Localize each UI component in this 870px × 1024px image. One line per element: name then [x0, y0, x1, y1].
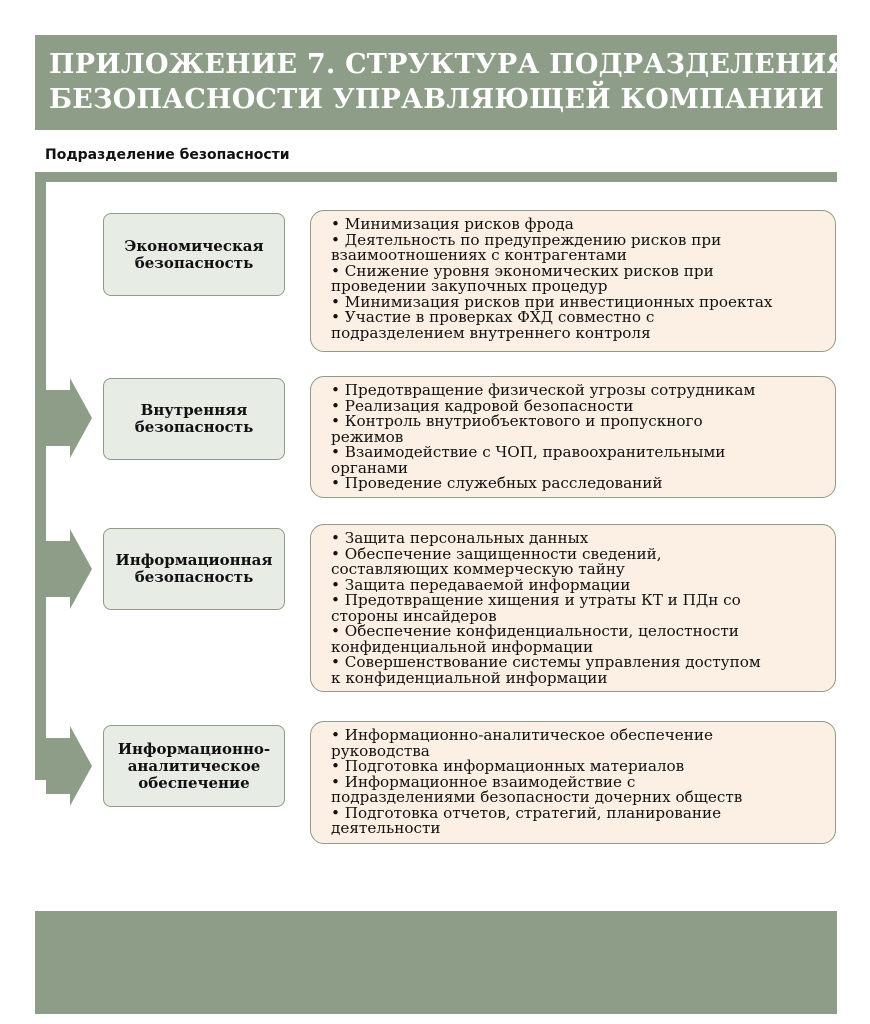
detail-line: • Предотвращение хищения и утраты КТ и П…: [331, 591, 741, 609]
detail-line: • Защита передаваемой информации: [331, 575, 631, 594]
category-label: безопасность: [134, 568, 254, 586]
category-label: Информационная: [115, 551, 273, 569]
category-label: обеспечение: [138, 773, 250, 792]
division-title: Подразделение безопасности: [45, 147, 290, 163]
detail-line: • Информационно-аналитическое обеспечени…: [331, 726, 713, 744]
arrow-right-icon: [46, 378, 92, 458]
detail-line: проведении закупочных процедур: [331, 277, 608, 295]
detail-line: • Проведение служебных расследований: [331, 474, 663, 492]
page-footer-band: [35, 911, 837, 1014]
category-information-security: Информационная безопасность: [103, 528, 285, 610]
detail-line: • Реализация кадровой безопасности: [331, 396, 634, 415]
category-analytical-support: Информационно- аналитическое обеспечение: [103, 725, 285, 807]
detail-line: • Защита персональных данных: [331, 529, 589, 547]
detail-line: • Взаимодействие с ЧОП, правоохранительн…: [331, 443, 726, 461]
detail-line: стороны инсайдеров: [331, 606, 497, 625]
detail-line: подразделениями безопасности дочерних об…: [331, 788, 743, 806]
page-title-line-2: БЕЗОПАСНОСТИ УПРАВЛЯЮЩЕЙ КОМПАНИИ: [49, 84, 825, 115]
detail-line: • Совершенствование системы управления д…: [331, 653, 761, 671]
detail-line: • Подготовка информационных материалов: [331, 757, 685, 775]
detail-line: режимов: [331, 427, 404, 446]
detail-line: • Деятельность по предупреждению рисков …: [331, 230, 722, 249]
page-title-line-1: ПРИЛОЖЕНИЕ 7. СТРУКТУРА ПОДРАЗДЕЛЕНИЯ: [49, 49, 851, 80]
category-internal-security: Внутренняя безопасность: [103, 378, 285, 460]
category-economic-security: Экономическая безопасность: [103, 213, 285, 296]
arrow-right-icon: [46, 529, 92, 609]
detail-line: конфиденциальной информации: [331, 637, 594, 656]
category-label: безопасность: [134, 418, 254, 436]
detail-line: составляющих коммерческую тайну: [331, 560, 625, 578]
detail-line: деятельности: [331, 819, 441, 837]
detail-line: руководства: [331, 741, 430, 760]
category-label: безопасность: [134, 253, 254, 272]
detail-line: • Предотвращение физической угрозы сотру…: [331, 381, 756, 399]
detail-line: • Минимизация рисков при инвестиционных …: [331, 292, 773, 311]
category-label: Экономическая: [124, 236, 264, 255]
detail-line: • Обеспечение защищенности сведений,: [331, 544, 662, 563]
details-economic-security: • Минимизация рисков фрода • Деятельност…: [310, 210, 836, 352]
detail-line: к конфиденциальной информации: [331, 668, 608, 687]
detail-line: подразделением внутреннего контроля: [331, 323, 651, 342]
detail-line: • Минимизация рисков фрода: [331, 215, 574, 233]
connector-bar-top: [35, 172, 837, 182]
category-label: Внутренняя: [140, 401, 248, 419]
category-label: аналитическое: [127, 756, 261, 775]
detail-line: • Снижение уровня экономических рисков п…: [331, 261, 714, 280]
detail-line: • Подготовка отчетов, стратегий, планиро…: [331, 803, 722, 822]
detail-line: • Участие в проверках ФХД совместно с: [331, 308, 655, 326]
detail-line: взаимоотношениях с контрагентами: [331, 246, 627, 264]
category-label: Информационно-: [117, 739, 271, 758]
page-header: ПРИЛОЖЕНИЕ 7. СТРУКТУРА ПОДРАЗДЕЛЕНИЯ БЕ…: [35, 35, 851, 130]
connector-bar-left: [35, 172, 46, 780]
detail-line: • Контроль внутриобъектового и пропускно…: [331, 412, 703, 430]
detail-line: • Обеспечение конфиденциальности, целост…: [331, 622, 739, 640]
details-analytical-support: • Информационно-аналитическое обеспечени…: [310, 721, 836, 844]
detail-line: органами: [331, 458, 408, 477]
arrow-right-icon: [46, 726, 92, 806]
details-internal-security: • Предотвращение физической угрозы сотру…: [310, 376, 836, 498]
details-information-security: • Защита персональных данных • Обеспечен…: [310, 524, 836, 692]
detail-line: • Информационное взаимодействие с: [331, 772, 636, 791]
